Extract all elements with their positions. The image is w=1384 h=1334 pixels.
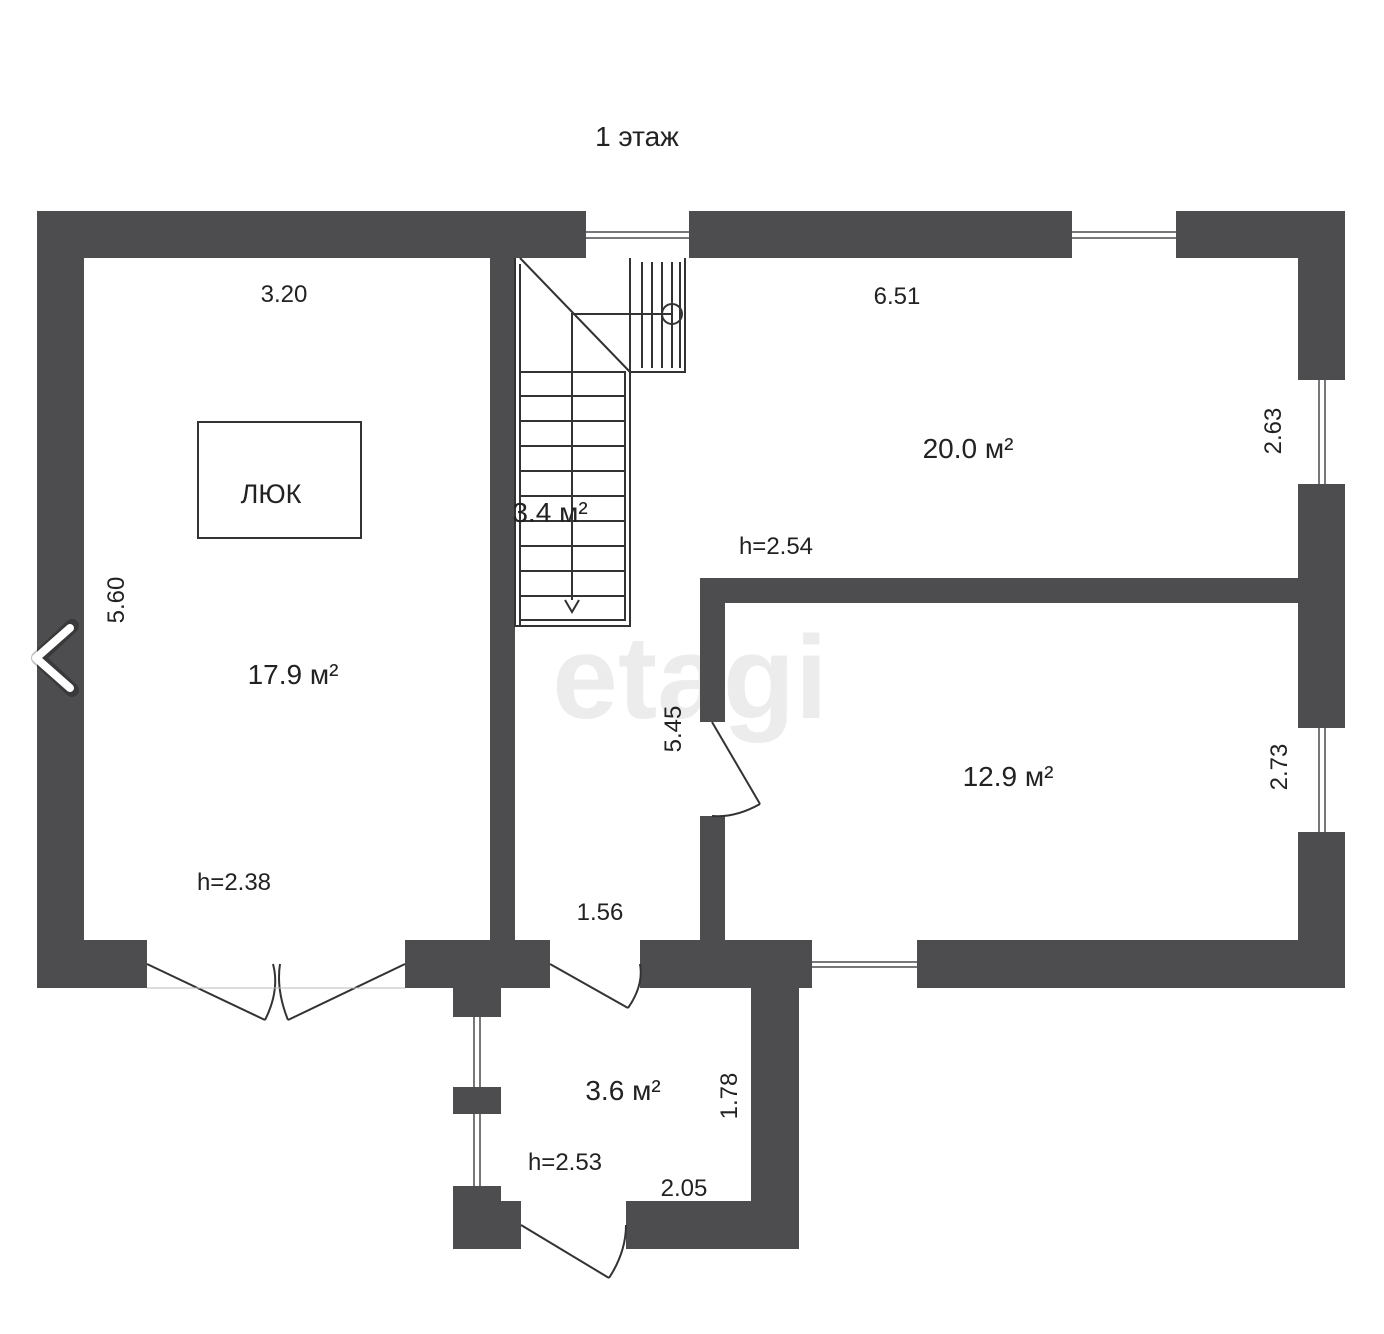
walls — [37, 211, 1345, 1249]
window-right-lower — [1298, 728, 1345, 832]
entry-room-depth: 1.78 — [716, 1073, 743, 1120]
hatch-label: ЛЮК — [241, 479, 302, 509]
hatch-outline — [197, 421, 362, 539]
windows — [453, 211, 1345, 1186]
door-entry — [520, 1224, 627, 1279]
entry-room-area: 3.6 м² — [585, 1075, 660, 1106]
wall-left — [37, 211, 84, 988]
gallery-prev-button[interactable] — [20, 618, 90, 698]
left-room-height: h=2.38 — [197, 869, 271, 896]
staircase — [514, 257, 686, 627]
upper-right-room-depth: 2.63 — [1260, 408, 1287, 455]
left-room-area: 17.9 м² — [248, 659, 339, 690]
doors — [146, 721, 761, 1279]
wall-interior-horizontal — [700, 578, 1298, 603]
wall-interior-left — [490, 258, 515, 940]
stair-hall-height: h=2.54 — [739, 533, 813, 560]
wall-entry-bottom-right — [626, 1201, 799, 1249]
window-bottom-right — [812, 940, 917, 988]
entry-room-width: 2.05 — [661, 1175, 708, 1202]
lower-right-room-depth: 2.73 — [1266, 744, 1293, 791]
stair-hall-length: 5.45 — [660, 706, 687, 753]
wall-bottom-left — [37, 940, 147, 988]
floor-title: 1 этаж — [595, 121, 679, 152]
window-right-upper — [1298, 380, 1345, 484]
lower-right-room-area: 12.9 м² — [963, 761, 1054, 792]
left-room-length: 5.60 — [103, 577, 130, 624]
window-entry-upper — [453, 1017, 501, 1087]
entry-room-height: h=2.53 — [528, 1149, 602, 1176]
upper-right-room-width: 6.51 — [874, 283, 921, 310]
watermark-logo: etagi — [552, 612, 827, 744]
window-entry-lower — [453, 1114, 501, 1186]
wall-entry-left — [453, 940, 501, 1249]
wall-interior-right-upper — [700, 578, 725, 722]
wall-entry-right — [751, 940, 799, 1249]
window-top-right — [1072, 211, 1176, 258]
door-stair-hall — [549, 963, 642, 1009]
window-top-left — [586, 211, 689, 258]
wall-bottom-right — [640, 940, 1345, 988]
upper-right-room-area: 20.0 м² — [923, 433, 1014, 464]
wall-right — [1298, 211, 1345, 988]
stair-hall-area: 3.4 м² — [512, 497, 587, 528]
door-lower-right-room — [711, 721, 761, 818]
door-double-left-room — [146, 963, 406, 1021]
chevron-left-icon — [31, 619, 79, 697]
left-room-width: 3.20 — [261, 281, 308, 308]
wall-interior-right-lower — [700, 816, 725, 940]
wall-entry-bottom-left — [453, 1201, 521, 1249]
stair-hall-width: 1.56 — [577, 899, 624, 926]
